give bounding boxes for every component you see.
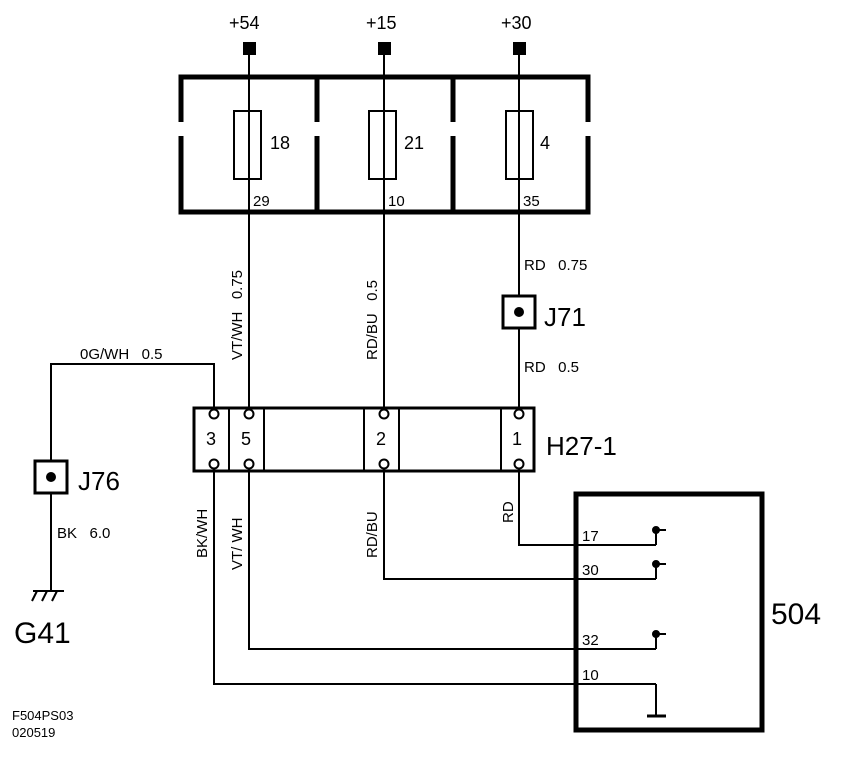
wire-label-vtwh: VT/WH 0.75 <box>229 270 246 360</box>
module-label: 504 <box>771 598 821 631</box>
wire-bkwh-to-10 <box>213 469 656 685</box>
fuse-21 <box>368 110 397 180</box>
fuse-pin-35: 35 <box>523 193 540 210</box>
fuse-number-4: 4 <box>540 133 550 153</box>
fuse-pin-29: 29 <box>253 193 270 210</box>
splice-label-j71: J71 <box>544 302 586 332</box>
connector-pin-5: 5 <box>241 429 251 449</box>
supply-terminal-54 <box>243 42 256 55</box>
connector-pin-3: 3 <box>206 429 216 449</box>
wire-label-rd-05: RD 0.5 <box>524 359 579 376</box>
footer-date: 020519 <box>12 725 55 740</box>
splice-j76 <box>33 459 69 495</box>
ground-icon <box>31 590 64 602</box>
wire-label-rdbu-lower: RD/BU <box>364 511 381 558</box>
splice-label-j76: J76 <box>78 466 120 496</box>
supply-label-30: +30 <box>501 13 532 33</box>
wire-vtwh-to-32 <box>248 469 656 650</box>
footer-code: F504PS03 <box>12 708 73 723</box>
module-pin-17: 17 <box>582 528 599 545</box>
connector-label: H27-1 <box>546 431 617 461</box>
fuse-pin-10: 10 <box>388 193 405 210</box>
wire-label-vtwh-lower: VT/ WH <box>229 518 246 571</box>
ground-label: G41 <box>14 617 71 650</box>
wire-label-ogwh: 0G/WH 0.5 <box>80 346 163 363</box>
connector-pin-1: 1 <box>512 429 522 449</box>
connector-pin-circles <box>208 408 525 470</box>
wire-label-rdbu: RD/BU 0.5 <box>364 280 381 360</box>
connector-pin-2: 2 <box>376 429 386 449</box>
module-pin-32: 32 <box>582 632 599 649</box>
module-504 <box>573 491 765 733</box>
wire-label-rd-lower: RD <box>500 501 517 523</box>
wire-label-bkwh: BK/WH <box>194 509 211 558</box>
fuse-number-18: 18 <box>270 133 290 153</box>
splice-j71 <box>501 294 537 330</box>
wire-label-bk: BK 6.0 <box>57 525 110 542</box>
wire-rdbu-to-30 <box>383 469 656 580</box>
fuse-18 <box>233 110 262 180</box>
wire-label-rd-075: RD 0.75 <box>524 257 587 274</box>
module-pin-30: 30 <box>582 562 599 579</box>
supply-terminal-30 <box>513 42 526 55</box>
fuse-number-21: 21 <box>404 133 424 153</box>
module-pin-10: 10 <box>582 667 599 684</box>
module-contacts <box>647 526 666 718</box>
wire-og-wh <box>50 363 215 461</box>
supply-label-54: +54 <box>229 13 260 33</box>
supply-label-15: +15 <box>366 13 397 33</box>
wire-rd-to-17 <box>518 469 656 546</box>
supply-terminal-15 <box>378 42 391 55</box>
